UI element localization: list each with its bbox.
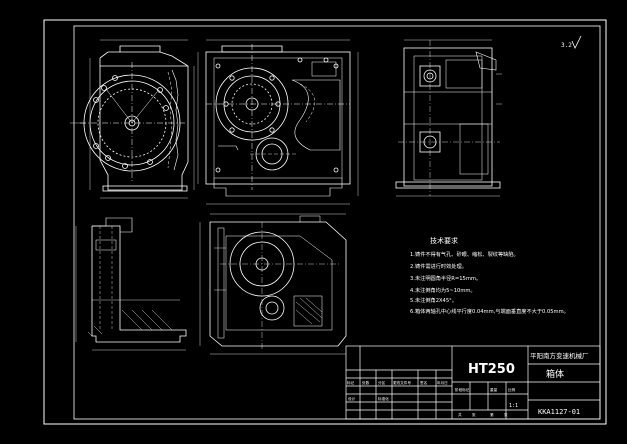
company-name: 平阳南方变速机械厂 xyxy=(530,351,589,360)
top-view xyxy=(197,39,359,205)
header-cell: 处数 xyxy=(362,380,370,385)
part-name: 箱体 xyxy=(546,368,564,380)
row-cell: 阶段标记 xyxy=(455,387,470,392)
title-block xyxy=(345,345,601,420)
tech-req-item: 2.铸件需进行时效处理。 xyxy=(410,262,467,270)
bottom-cell: 第 xyxy=(490,412,494,417)
row-cell: 比例 xyxy=(508,387,516,392)
bottom-cell: 张 xyxy=(504,412,508,417)
drawing-number: KKA1127-01 xyxy=(538,408,580,416)
row-cell: 重量 xyxy=(490,387,498,392)
roughness-symbol: 3.2 xyxy=(561,35,582,49)
header-cell: 更改文件号 xyxy=(393,380,411,385)
bottom-cell: 共 xyxy=(458,412,462,417)
svg-text:3.2: 3.2 xyxy=(561,42,572,49)
inner-border xyxy=(73,25,601,420)
title-block-text: HT250 平阳南方变速机械厂 箱体 KKA1127-01 1:1 标记 处数 … xyxy=(347,351,589,417)
tech-req-item: 3.未注明圆角半径R=15mm。 xyxy=(410,274,481,282)
side-view xyxy=(395,39,502,197)
scale-value: 1:1 xyxy=(509,403,518,409)
tech-req-item: 5.未注倒角2X45°。 xyxy=(410,296,457,304)
tech-req-item: 4.未注倒角均为5~10mm。 xyxy=(410,286,476,294)
row-cell: 标准化 xyxy=(378,396,389,401)
tech-req-item: 6.箱体两轴孔中心线平行度0.04mm,与端面垂直度不大于0.05mm。 xyxy=(410,307,569,315)
row-cell: 设计 xyxy=(348,396,356,401)
technical-requirements: 技术要求 1.铸件不得有气孔、砂眼、缩松、裂纹等缺陷。 2.铸件需进行时效处理。… xyxy=(410,236,569,315)
front-view xyxy=(70,39,195,199)
outer-border xyxy=(43,19,607,425)
tech-req-item: 1.铸件不得有气孔、砂眼、缩松、裂纹等缺陷。 xyxy=(410,250,519,258)
header-cell: 签名 xyxy=(420,380,428,385)
header-cell: 标记 xyxy=(347,380,355,385)
section-view-left xyxy=(75,217,187,351)
header-cell: 分区 xyxy=(378,380,386,385)
header-cell: 年月日 xyxy=(437,380,448,385)
material-label: HT250 xyxy=(468,362,515,377)
section-view-bottom xyxy=(199,213,347,355)
tech-req-title: 技术要求 xyxy=(430,236,458,245)
bottom-cell: 张 xyxy=(472,412,476,417)
